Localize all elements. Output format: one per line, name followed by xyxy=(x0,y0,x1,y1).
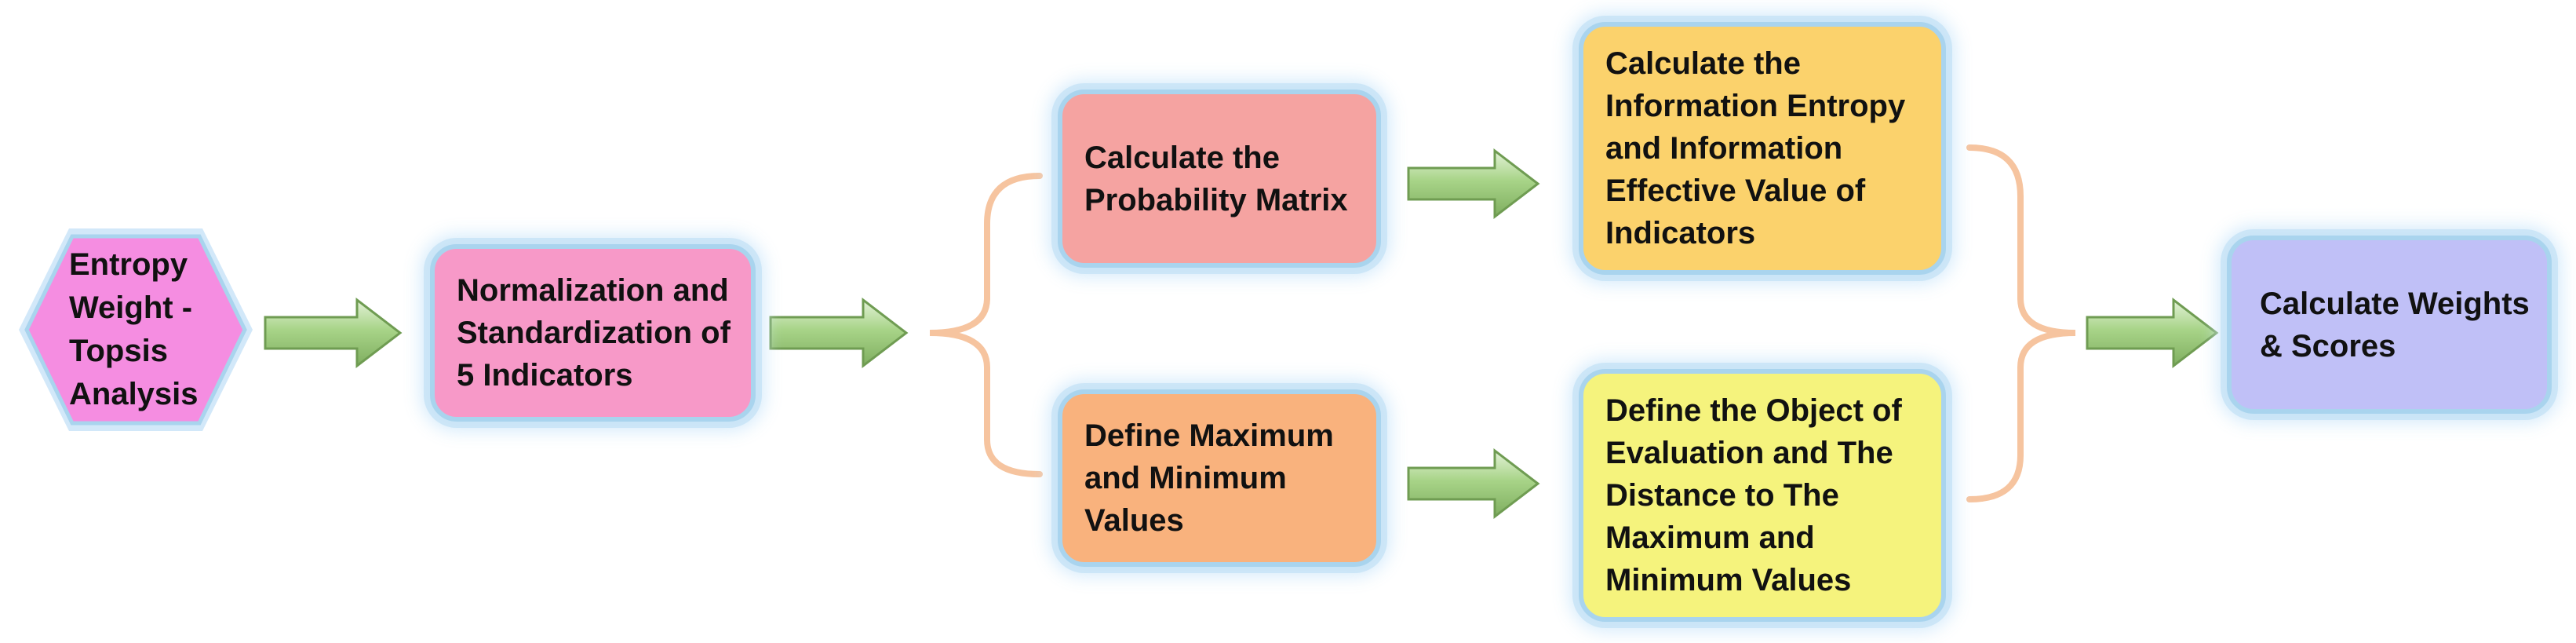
weights-scores-node: Calculate Weights & Scores xyxy=(2227,236,2552,414)
max-min-values-node-label: Define Maximum and Minimum Values xyxy=(1084,418,1334,538)
information-entropy-node-label: Calculate the Information Entropy and In… xyxy=(1605,46,1906,250)
arrow-merge-to-result xyxy=(2086,297,2219,369)
start-node: Entropy Weight - Topsis Analysis xyxy=(14,224,257,436)
probability-matrix-node: Calculate the Probability Matrix xyxy=(1058,90,1381,268)
distance-evaluation-node-label: Define the Object of Evaluation and The … xyxy=(1605,393,1902,597)
probability-matrix-node-label: Calculate the Probability Matrix xyxy=(1084,140,1348,217)
arrow-start-to-normalize xyxy=(264,297,403,369)
hexagon-shape xyxy=(19,228,253,431)
weights-scores-node-label: Calculate Weights & Scores xyxy=(2260,286,2530,364)
arrow-maxmin-to-distance xyxy=(1407,448,1540,520)
arrow-probability-to-entropy xyxy=(1407,148,1540,220)
max-min-values-node: Define Maximum and Minimum Values xyxy=(1058,389,1381,567)
distance-evaluation-node: Define the Object of Evaluation and The … xyxy=(1579,369,1946,622)
normalize-node: Normalization and Standardization of 5 I… xyxy=(430,244,756,422)
start-node-label: Entropy Weight - Topsis Analysis xyxy=(69,247,199,411)
arrow-normalize-to-split xyxy=(769,297,909,369)
normalize-node-label: Normalization and Standardization of 5 I… xyxy=(457,273,731,393)
information-entropy-node: Calculate the Information Entropy and In… xyxy=(1579,22,1946,275)
brace-merge xyxy=(1966,144,2076,502)
brace-split xyxy=(929,173,1043,477)
